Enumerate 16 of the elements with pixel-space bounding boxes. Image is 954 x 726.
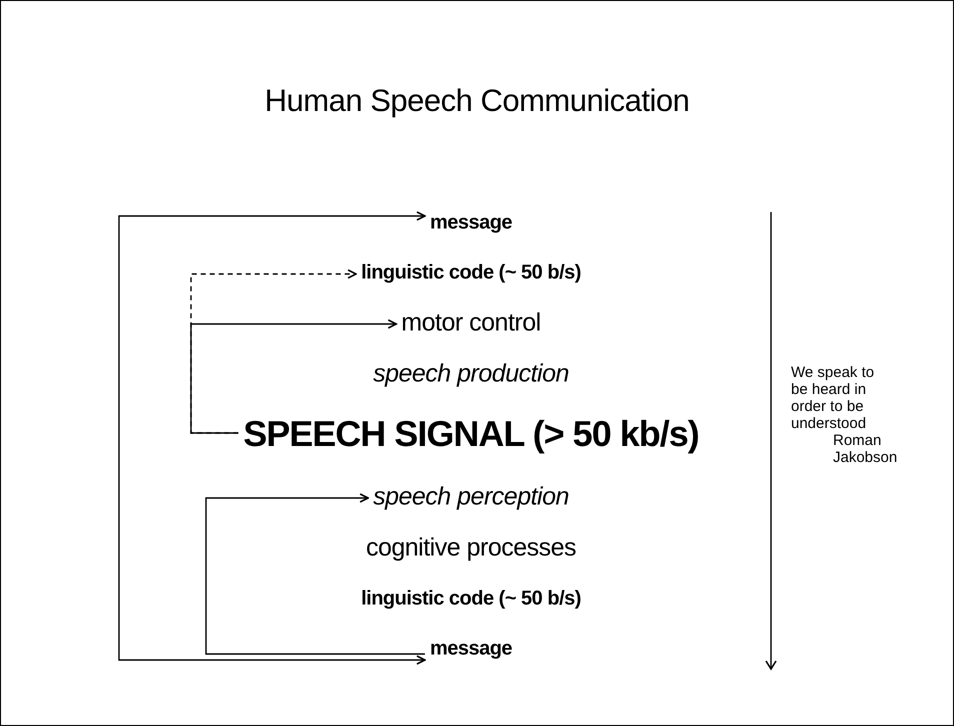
title: Human Speech Communication bbox=[264, 83, 690, 119]
quote-author: Roman Jakobson bbox=[833, 432, 898, 466]
stage-label: linguistic code (~ 50 b/s) bbox=[361, 262, 581, 284]
stage-label: speech perception bbox=[373, 482, 569, 512]
arrow bbox=[190, 319, 398, 434]
stage-label: motor control bbox=[401, 308, 541, 338]
stage-label: linguistic code (~ 50 b/s) bbox=[361, 588, 581, 610]
arrow bbox=[205, 493, 425, 655]
stage-label: message bbox=[430, 638, 512, 660]
arrow bbox=[118, 211, 426, 665]
stage-label: SPEECH SIGNAL (> 50 kb/s) bbox=[243, 413, 699, 455]
arrow bbox=[190, 269, 357, 434]
quote-text: We speak to be heard in order to be understood bbox=[791, 364, 876, 432]
stage-label: cognitive processes bbox=[366, 534, 576, 562]
stage-label: speech production bbox=[373, 360, 569, 388]
stage-label: message bbox=[430, 212, 512, 234]
